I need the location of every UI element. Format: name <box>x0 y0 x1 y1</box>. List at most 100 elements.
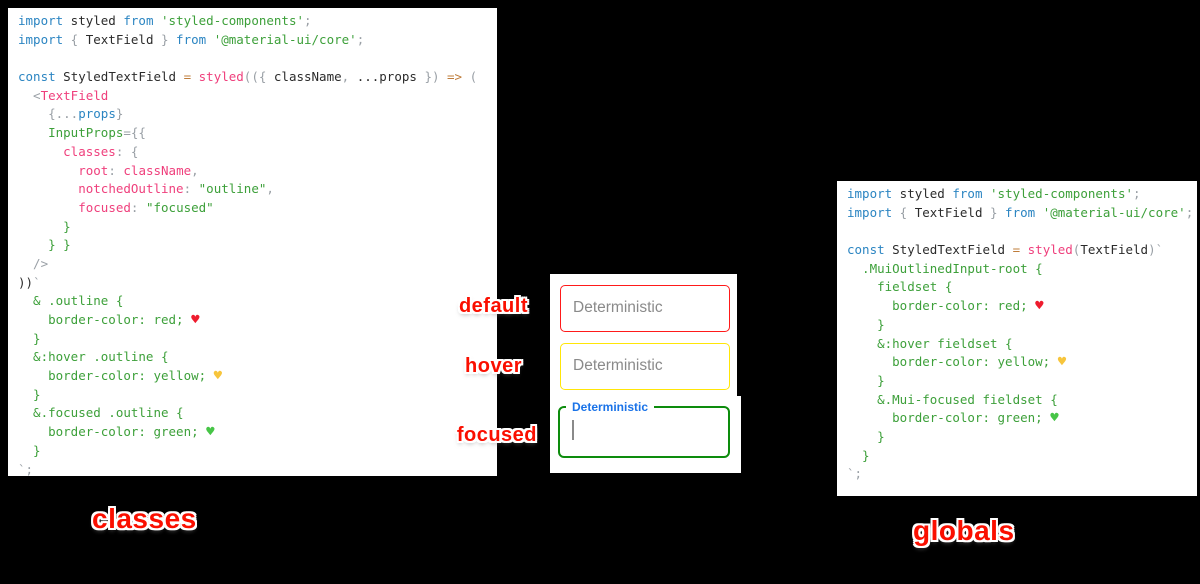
code-token: border-color: red; <box>847 298 1036 314</box>
code-token: "outline" <box>198 181 267 197</box>
code-line: {...props} <box>18 105 497 124</box>
code-token: , <box>191 162 199 178</box>
code-token: from <box>176 31 207 47</box>
code-token <box>191 69 199 84</box>
code-line: focused: "focused" <box>18 199 497 218</box>
code-line: } <box>847 447 1197 466</box>
code-line: } <box>847 428 1197 447</box>
code-token: classes <box>63 143 116 159</box>
heart-green-icon: ♥ <box>206 424 215 441</box>
code-token: const <box>847 242 885 258</box>
annotation-focused: focused <box>456 424 537 446</box>
textfield-default[interactable]: Deterministic <box>560 285 730 332</box>
code-token: focused <box>78 199 131 215</box>
code-token: )) <box>18 274 34 290</box>
code-token: className <box>123 162 192 178</box>
code-token: } <box>18 386 41 402</box>
code-token: styled <box>1027 242 1073 258</box>
code-token: border-color: green; <box>847 410 1051 426</box>
code-line: } <box>18 218 497 237</box>
code-token: , <box>266 181 274 197</box>
code-token: 'styled-components' <box>161 13 305 28</box>
code-token: styled <box>63 13 124 28</box>
code-line: import { TextField } from '@material-ui/… <box>847 204 1197 223</box>
code-token <box>1035 205 1043 220</box>
code-line: border-color: red; ♥ <box>847 297 1197 316</box>
code-line: } <box>18 442 497 461</box>
code-token: root <box>78 162 109 178</box>
code-token: StyledTextField <box>884 242 1013 258</box>
code-line: notchedOutline: "outline", <box>18 180 497 199</box>
code-token: styled <box>198 69 244 85</box>
textfield-label: Deterministic <box>573 357 663 374</box>
code-token: ...props <box>356 69 417 85</box>
code-token <box>1020 242 1028 257</box>
code-line: classes: { <box>18 143 497 162</box>
code-line: ))` <box>18 274 497 293</box>
annotation-globals: globals <box>913 515 1015 546</box>
code-line: root: className, <box>18 162 497 181</box>
code-token: }) <box>416 69 448 85</box>
code-token: { <box>63 31 86 47</box>
code-token: , <box>341 69 357 85</box>
code-token <box>18 144 63 159</box>
code-line: border-color: red; ♥ <box>18 311 497 330</box>
code-token: } <box>847 316 885 332</box>
code-line: & .outline { <box>18 292 497 311</box>
textfield-label: Deterministic <box>573 299 663 316</box>
code-token <box>206 32 214 47</box>
code-token: from <box>952 186 983 201</box>
code-token <box>982 186 990 201</box>
code-token: } <box>18 442 41 458</box>
code-token: "focused" <box>145 199 214 215</box>
code-token: ` <box>33 274 41 290</box>
code-token: ; <box>356 31 365 47</box>
code-line: &.focused .outline { <box>18 404 497 423</box>
code-token: from <box>1005 204 1036 220</box>
code-line: import styled from 'styled-components'; <box>847 185 1197 204</box>
code-line: } } <box>18 236 497 255</box>
code-token: = <box>183 69 192 85</box>
code-token: border-color: red; <box>18 312 192 327</box>
code-token: notchedOutline <box>78 181 184 197</box>
code-panel-globals: import styled from 'styled-components';i… <box>837 181 1197 496</box>
textfield-focused[interactable]: Deterministic <box>558 400 730 458</box>
code-token: TextField <box>40 87 109 103</box>
code-token: border-color: yellow; <box>847 354 1058 370</box>
code-token: : <box>130 199 146 215</box>
code-token: .MuiOutlinedInput-root { <box>847 260 1043 276</box>
code-token: TextField <box>1080 242 1149 258</box>
code-token: border-color: green; <box>18 424 207 440</box>
code-token: '@material-ui/core' <box>213 31 357 47</box>
code-token: &:hover .outline { <box>18 349 169 365</box>
code-token: border-color: yellow; <box>18 368 214 384</box>
code-line: border-color: green; ♥ <box>847 409 1197 428</box>
code-token: = <box>1012 242 1021 258</box>
code-token: } <box>847 372 885 388</box>
code-token: const <box>18 69 56 85</box>
code-token: import <box>847 186 893 201</box>
code-token: } <box>18 218 71 234</box>
code-token: ( <box>1072 242 1081 258</box>
code-token: } <box>115 106 124 122</box>
code-line <box>18 49 497 68</box>
code-token: `; <box>847 466 863 482</box>
heart-yellow-icon: ♥ <box>213 368 223 385</box>
code-token: } } <box>18 237 71 253</box>
code-token: from <box>123 13 154 28</box>
code-line: &:hover .outline { <box>18 348 497 367</box>
code-line: border-color: green; ♥ <box>18 423 497 442</box>
code-snippet-classes: import styled from 'styled-components';i… <box>8 8 497 479</box>
code-token: : { <box>115 143 139 159</box>
code-snippet-globals: import styled from 'styled-components';i… <box>837 181 1197 484</box>
code-token: &.Mui-focused fieldset { <box>847 391 1058 407</box>
code-token: &.focused .outline { <box>18 405 184 421</box>
heart-green-icon: ♥ <box>1050 410 1059 427</box>
code-token: TextField <box>914 204 983 220</box>
textfield-hover[interactable]: Deterministic <box>560 343 730 390</box>
code-token <box>18 181 78 196</box>
code-token: : <box>108 162 124 178</box>
code-line: /> <box>18 255 497 274</box>
code-token: ={{ <box>123 125 146 141</box>
code-line: import styled from 'styled-components'; <box>18 12 497 31</box>
